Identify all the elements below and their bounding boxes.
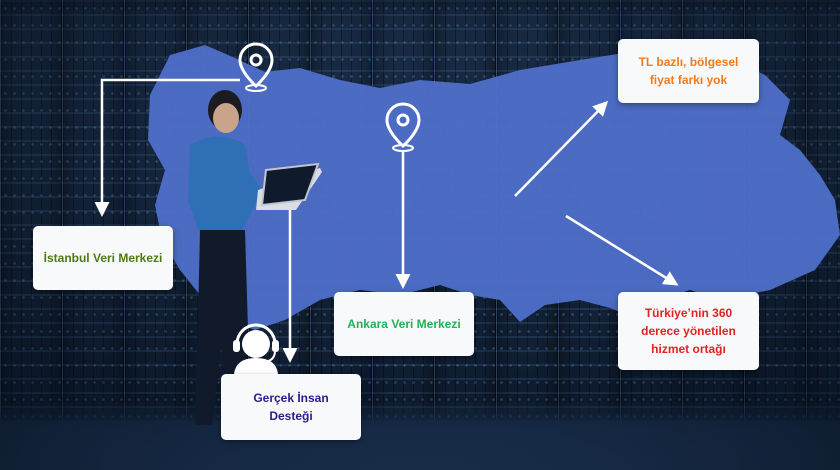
istanbul-datacenter-label: İstanbul Veri Merkezi <box>43 251 163 265</box>
ankara-datacenter-label: Ankara Veri Merkezi <box>347 317 461 331</box>
pricing-label: TL bazlı, bölgesel fiyat farkı yok <box>638 55 739 87</box>
human-support-label: Gerçek İnsan Desteği <box>253 391 329 423</box>
turkey-map-shape <box>148 45 840 330</box>
managed-service-card: Türkiye’nin 360 derece yönetilen hizmet … <box>618 292 759 370</box>
engineer-illustration <box>188 90 322 425</box>
map-pin-icon <box>238 42 274 92</box>
connector-arrows <box>94 78 679 363</box>
pricing-card: TL bazlı, bölgesel fiyat farkı yok <box>618 39 759 103</box>
managed-service-label: Türkiye’nin 360 derece yönetilen hizmet … <box>641 306 736 356</box>
ankara-datacenter-card: Ankara Veri Merkezi <box>334 292 474 356</box>
support-agent-icon <box>233 323 279 374</box>
istanbul-datacenter-card: İstanbul Veri Merkezi <box>33 226 173 290</box>
human-support-card: Gerçek İnsan Desteği <box>221 374 361 440</box>
